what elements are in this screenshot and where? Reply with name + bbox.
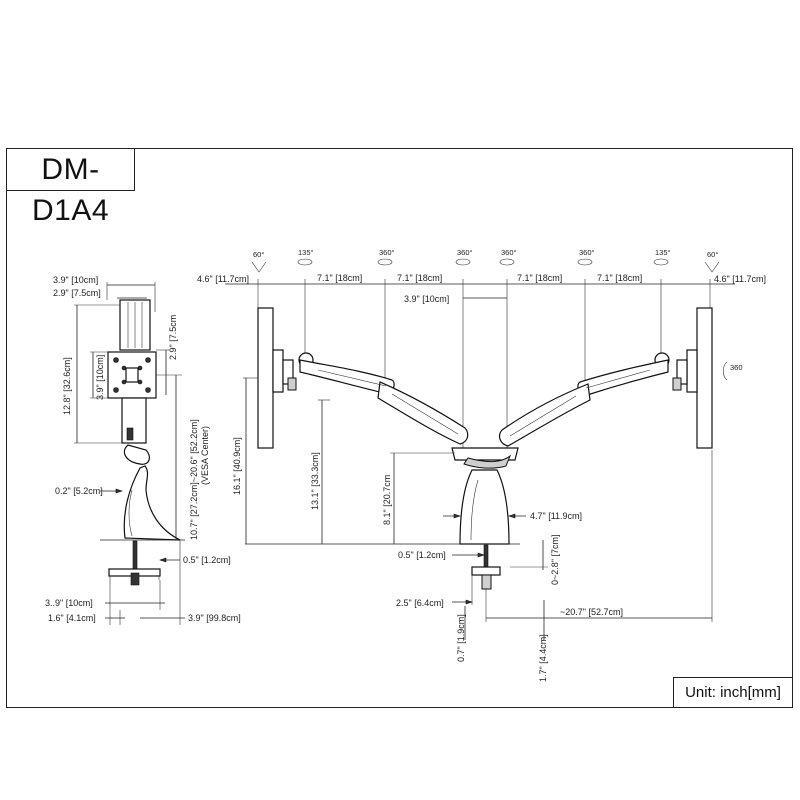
front-right-edge: 4.6" [11.7cm] <box>714 274 766 284</box>
tilt-right-label: 60° <box>707 250 718 259</box>
side-vesa-h2: 3.9" [10cm] <box>95 355 105 400</box>
front-reach: ~20.7" [52.7cm] <box>560 607 623 617</box>
front-clamp-plate: 0.5" [1.2cm] <box>398 550 446 560</box>
side-arm-offset: 0.2" [5.2cm] <box>55 486 103 496</box>
swivel-left-icon <box>297 258 313 266</box>
front-arm-seg-3: 7.1" [18cm] <box>517 273 562 283</box>
rotate-center-right-label: 360° <box>501 248 517 257</box>
rotate-left-inner-label: 360° <box>379 248 395 257</box>
center-pole <box>459 469 510 545</box>
front-desk-range: 0~2.8" [7cm] <box>550 535 560 585</box>
rotate-center-right-icon <box>499 258 515 266</box>
swivel-left-label: 135° <box>298 248 314 257</box>
front-grommet: 0.7" [1.9cm] <box>456 614 466 662</box>
rotate-right-label: 360 <box>730 363 743 372</box>
rotate-right-inner-icon <box>577 258 593 266</box>
rotate-center-left-label: 360° <box>457 248 473 257</box>
front-arm-height: 13.1" [33.3cm] <box>310 452 320 510</box>
side-view: 3.9" [10cm] 2.9" [7.5cm] <box>45 275 241 625</box>
side-base-offset: 1.6" [4.1cm] <box>48 613 96 623</box>
front-view: 60° 135° 360° 360° 360° 360° 135° 60° <box>197 248 766 682</box>
side-width-top: 3.9" [10cm] <box>53 275 98 285</box>
drawing-frame <box>6 148 793 708</box>
left-monitor <box>257 307 274 449</box>
swivel-right-label: 135° <box>655 248 671 257</box>
side-clamp-width: 3..9" [10cm] <box>45 598 93 608</box>
side-base-depth: 3.9" [99.8cm] <box>188 613 241 623</box>
front-base-width: 4.7" [11.9cm] <box>530 511 582 521</box>
side-vesa-center: 10.7" [27.2cm]~20.6" [52.2cm] <box>189 419 199 540</box>
front-max-height: 16.1" [40.9cm] <box>232 437 242 495</box>
rotate-right-inner-label: 360° <box>579 248 595 257</box>
side-vesa-note: (VESA Center) <box>200 426 210 485</box>
front-clamp-height: 1.7" [4.4cm] <box>538 634 548 682</box>
rotate-right-icon <box>722 361 728 381</box>
front-left-edge: 4.6" [11.7cm] <box>197 274 249 284</box>
front-arm-seg-2: 7.1" [18cm] <box>397 273 442 283</box>
side-clamp-thickness: 0.5" [1.2cm] <box>183 555 231 565</box>
front-arm-seg-4: 7.1" [18cm] <box>597 273 642 283</box>
unit-label: Unit: inch[mm] <box>673 677 793 708</box>
swivel-right-icon <box>653 258 669 266</box>
rotate-center-left-icon <box>455 258 471 266</box>
tilt-left-icon <box>251 261 267 273</box>
side-width-vesa: 2.9" [7.5cm] <box>53 288 101 298</box>
front-pole-height: 8.1" [20.7cm <box>382 475 392 525</box>
front-center-gap: 3.9" [10cm] <box>404 294 449 304</box>
tilt-left-label: 60° <box>253 250 264 259</box>
rotate-left-inner-icon <box>377 258 393 266</box>
model-title: DM-D1A4 <box>6 148 135 227</box>
front-clamp-depth: 2.5" [6.4cm] <box>396 598 444 608</box>
front-arm-seg-1: 7.1" [18cm] <box>317 273 362 283</box>
side-height-pole: 12.8" [32.6cm] <box>62 357 72 415</box>
right-monitor <box>696 307 713 449</box>
side-vesa-h1: 2.9" [7.5cm <box>168 315 178 360</box>
tilt-right-icon <box>704 261 720 273</box>
